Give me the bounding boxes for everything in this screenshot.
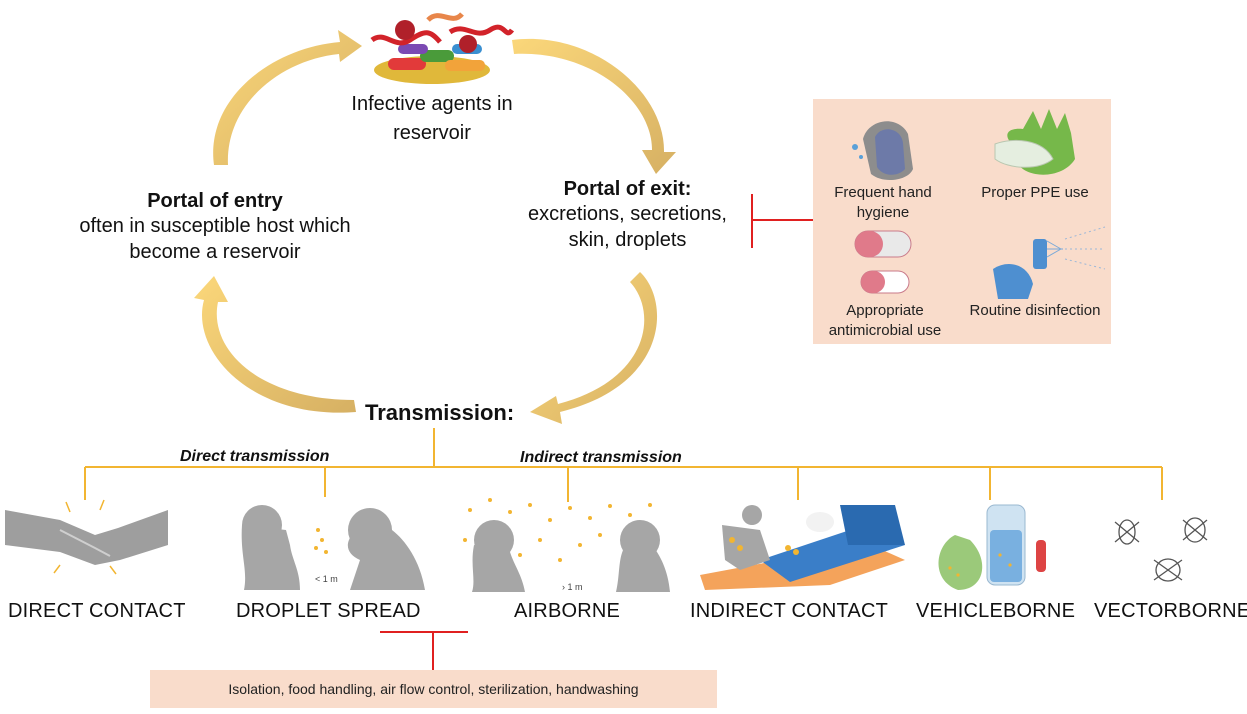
arrow-reservoir-to-exit: [512, 38, 676, 174]
glove-mask-icon: [994, 109, 1075, 175]
inhibit-transmission: [380, 631, 468, 670]
portal-entry-body: often in susceptible host which become a…: [79, 215, 351, 263]
airborne-distance: › 1 m: [562, 582, 583, 592]
prevention-antimicrobial: Appropriate antimicrobial use: [828, 302, 942, 339]
branch-lines: [84, 428, 1163, 502]
transmission-title: Transmission:: [365, 400, 515, 425]
vehicle-icon: [938, 504, 1046, 590]
hospital-bed-icon: [700, 505, 905, 590]
route-vectorborne: VECTORBORNE: [1094, 600, 1247, 622]
reservoir-label: Infective agents in reservoir: [351, 93, 513, 144]
prevention-ppe: Proper PPE use: [981, 184, 1089, 201]
arrow-transmission-to-entry: [194, 276, 356, 413]
portal-exit: Portal of exit: excretions, secretions, …: [505, 178, 750, 253]
insects-icon: [1114, 517, 1208, 582]
route-direct-contact: DIRECT CONTACT: [8, 600, 186, 622]
indirect-transmission-label: Indirect transmission: [520, 449, 682, 466]
pill-icon: [854, 230, 912, 294]
arrow-exit-to-transmission: [530, 272, 658, 424]
spray-icon: [993, 226, 1106, 299]
inhibit-exit: [751, 194, 813, 248]
prevention-hand-hygiene: Frequent hand hygiene: [834, 184, 932, 221]
prevention-icons: [852, 109, 1106, 299]
cycle-arrows: [194, 30, 676, 424]
prevention-exit-box: Frequent hand hygiene Proper PPE use App…: [813, 99, 1111, 344]
microbes-icon: [370, 12, 515, 84]
direct-transmission-label: Direct transmission: [180, 448, 330, 465]
route-droplet-spread: DROPLET SPREAD: [236, 600, 421, 622]
route-vehicleborne: VEHICLEBORNE: [916, 600, 1076, 622]
route-indirect-contact: INDIRECT CONTACT: [690, 600, 889, 622]
arrow-entry-to-reservoir: [213, 30, 362, 165]
portal-exit-body: excretions, secretions, skin, droplets: [528, 203, 727, 251]
prevention-disinfection: Routine disinfection: [969, 302, 1101, 319]
airborne-icon: › 1 m: [463, 498, 670, 592]
droplet-distance: < 1 m: [315, 574, 338, 584]
portal-entry-title: Portal of entry: [147, 190, 283, 212]
portal-exit-title: Portal of exit:: [563, 178, 692, 200]
route-airborne: AIRBORNE: [514, 600, 621, 622]
droplet-spread-icon: < 1 m: [241, 505, 425, 590]
handshake-icon: [5, 499, 168, 575]
prevention-transmission-box: Isolation, food handling, air flow contr…: [150, 670, 717, 708]
portal-entry: Portal of entry often in susceptible hos…: [70, 190, 360, 265]
hand-wash-icon: [852, 121, 913, 181]
